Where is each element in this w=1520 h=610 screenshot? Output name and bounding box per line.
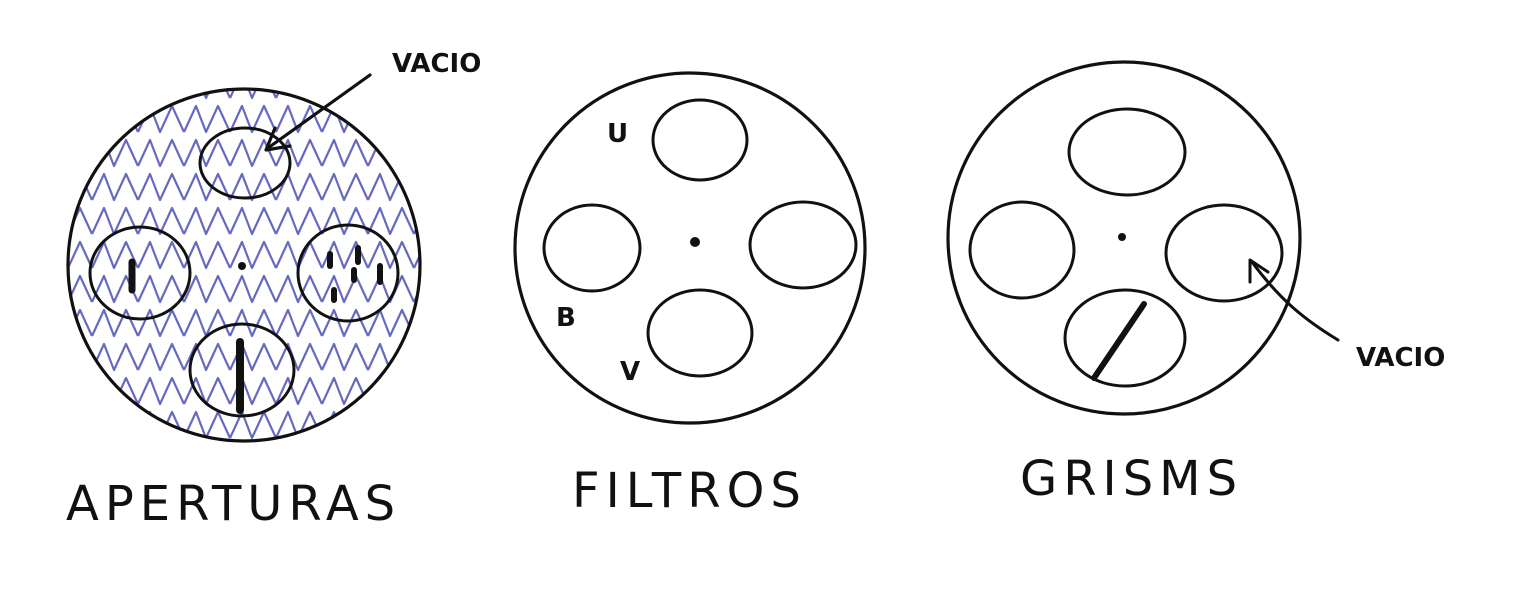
grism-slot-empty (1164, 203, 1284, 303)
grism-wheel-center (1118, 233, 1126, 241)
filter-slot-empty (748, 200, 858, 290)
aperture-wheel-rim (66, 87, 422, 443)
filter-label-u: U (607, 119, 628, 149)
aperture-slot-left (88, 225, 192, 321)
filter-wheel: U B V FILTROS (513, 71, 867, 519)
aperture-slot-empty (198, 126, 292, 200)
grism-wheel-label: GRISMS (1020, 451, 1243, 507)
grism-slot-bottom-dispersion-line (1091, 301, 1147, 381)
grism-wheel: VACIO GRISMS (946, 60, 1445, 507)
filter-wheel-label: FILTROS (572, 463, 807, 519)
filter-wheel-rim (513, 71, 867, 425)
grism-callout-arrow (1250, 260, 1340, 342)
filter-label-v: V (620, 357, 640, 387)
grism-callout-arrowhead (1248, 258, 1270, 284)
aperture-slot-right (296, 223, 400, 323)
filter-slot-u (651, 98, 749, 182)
aperture-wheel: VACIO APERTURAS (66, 49, 481, 532)
aperture-slot-bottom (188, 322, 296, 418)
grism-callout-label: VACIO (1356, 343, 1445, 373)
filter-label-b: B (556, 303, 576, 333)
grism-wheel-rim (946, 60, 1302, 416)
filter-slot-b (542, 203, 642, 293)
aperture-callout-arrow (266, 73, 372, 150)
aperture-callout-label: VACIO (392, 49, 481, 79)
filter-wheel-center (690, 237, 700, 247)
aperture-wheel-label: APERTURAS (66, 476, 401, 532)
aperture-callout-arrowhead (264, 126, 292, 152)
aperture-slit-multi (327, 245, 383, 303)
filter-slot-v (646, 288, 754, 378)
aperture-wheel-center (238, 262, 246, 270)
grism-slot-left (968, 200, 1076, 300)
grism-slot-bottom (1063, 288, 1187, 388)
grism-slot-top (1067, 107, 1187, 197)
